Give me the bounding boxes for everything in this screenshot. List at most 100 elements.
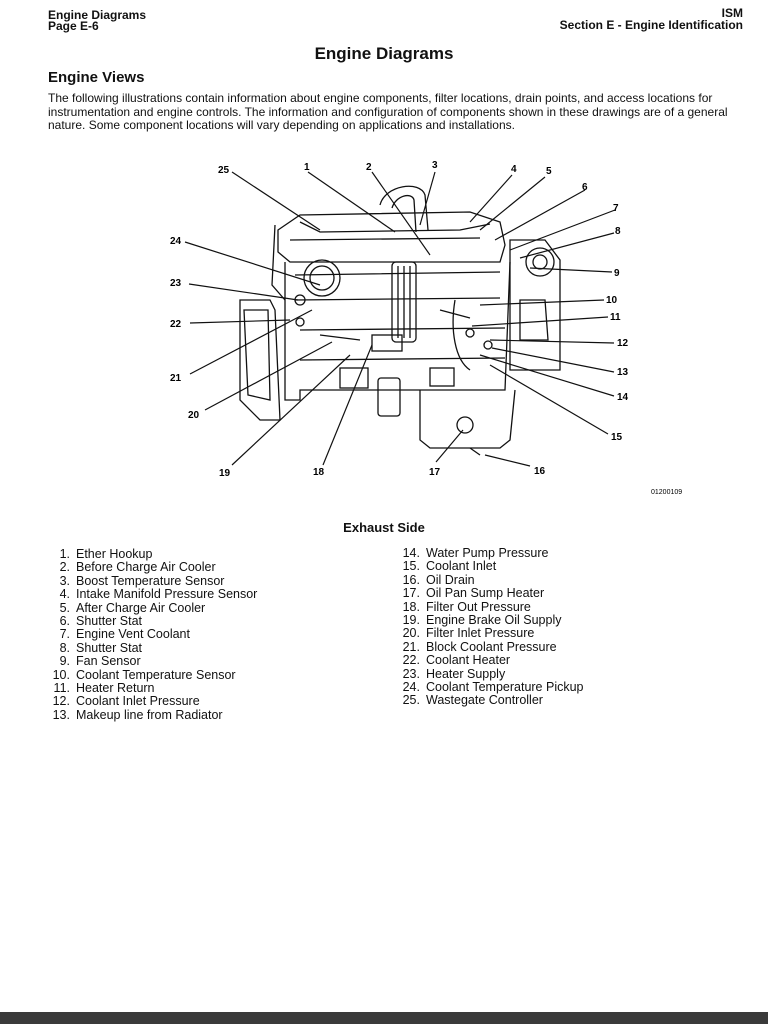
legend-label: Coolant Temperature Sensor (76, 667, 236, 682)
legend-number: 2. (59, 560, 70, 575)
legend-number: 5. (59, 600, 70, 615)
legend-label: Block Coolant Pressure (426, 639, 557, 654)
header-page-number: Page E-6 (48, 19, 99, 33)
header-engine-model: ISM (721, 6, 743, 20)
legend-label: Heater Return (76, 681, 155, 696)
legend-number: 22. (402, 653, 420, 668)
legend-label: Oil Pan Sump Heater (426, 586, 545, 601)
legend-number: 19. (402, 613, 420, 628)
legend-number: 11. (53, 681, 70, 696)
legend-label: Heater Supply (426, 666, 506, 681)
legend-number: 15. (402, 559, 420, 574)
legend-number: 21. (402, 639, 420, 654)
legend-item: 17. Oil Pan Sump Heater (400, 586, 584, 601)
legend-number: 13. (52, 707, 70, 722)
legend-label: Fan Sensor (76, 654, 141, 669)
legend-label: Shutter Stat (76, 640, 143, 655)
legend-label: After Charge Air Cooler (76, 600, 206, 615)
legend-number: 6. (59, 614, 70, 629)
callout-9: 9 (614, 268, 620, 279)
legend-item: 6. Shutter Stat (50, 614, 257, 629)
callout-leaders (184, 171, 616, 467)
legend-list-right: 14.Water Pump Pressure 15.Coolant Inlet … (400, 546, 584, 708)
callout-13: 13 (617, 367, 629, 378)
legend-label: Engine Brake Oil Supply (426, 613, 562, 628)
section-heading: Engine Views (48, 69, 145, 86)
legend-item: 15. Coolant Inlet (400, 559, 584, 574)
intro-paragraph: The following illustrations contain info… (48, 91, 728, 132)
callout-4: 4 (511, 164, 517, 175)
legend-number: 12. (52, 694, 70, 709)
callout-16: 16 (534, 466, 546, 477)
callout-17: 17 (429, 467, 441, 478)
legend-item: 23. Heater Supply (400, 666, 584, 681)
callout-11: 11 (610, 312, 621, 323)
legend-item: 3.Boost Temperature Sensor (50, 573, 257, 588)
legend-item: 18. Filter Out Pressure (400, 599, 584, 614)
figure-caption: Exhaust Side (343, 520, 425, 535)
legend-number: 17. (402, 586, 420, 601)
legend-number: 10. (52, 667, 70, 682)
legend-item: 20.Filter Inlet Pressure (400, 626, 584, 641)
legend-label: Wastegate Controller (426, 693, 543, 708)
callout-19: 19 (219, 468, 231, 479)
legend-number: 18. (402, 599, 420, 614)
legend-number: 3. (59, 573, 70, 588)
legend-number: 14. (402, 546, 420, 560)
legend-item: 21. Block Coolant Pressure (400, 639, 584, 654)
legend-item: 11. Heater Return (50, 681, 257, 696)
legend-number: 23. (402, 666, 420, 681)
engine-diagram: 1 2 3 4 5 6 7 8 9 10 11 12 13 14 15 16 1… (170, 160, 682, 496)
legend-item: 9.Fan Sensor (50, 654, 257, 669)
page-title: Engine Diagrams (314, 44, 454, 63)
callout-6: 6 (582, 182, 588, 193)
callout-24: 24 (170, 236, 182, 247)
legend-label: Coolant Inlet (426, 559, 497, 574)
legend-label: Shutter Stat (76, 614, 143, 629)
callout-12: 12 (617, 338, 629, 349)
legend-number: 4. (59, 587, 70, 602)
legend-number: 24. (402, 680, 420, 695)
legend-label: Makeup line from Radiator (76, 707, 223, 722)
legend-label: Engine Vent Coolant (76, 627, 190, 642)
figure-code: 01200109 (651, 489, 682, 496)
legend-item: 25.Wastegate Controller (400, 693, 584, 708)
legend-number: 1. (59, 547, 70, 561)
legend-number: 16. (402, 572, 420, 587)
legend-item: 13. Makeup line from Radiator (50, 707, 257, 722)
callout-3: 3 (432, 160, 438, 171)
callout-20: 20 (188, 410, 200, 421)
legend-label: Ether Hookup (76, 547, 153, 561)
callout-7: 7 (613, 203, 619, 214)
legend-label: Water Pump Pressure (426, 546, 549, 560)
legend-item: 22.Coolant Heater (400, 653, 584, 668)
legend-number: 7. (59, 627, 70, 642)
legend-list-left: 1. Ether Hookup 2. Before Charge Air Coole… (50, 547, 258, 722)
legend-item: 24. Coolant Temperature Pickup (400, 680, 584, 695)
legend-item: 1. Ether Hookup (50, 547, 257, 561)
legend-item: 12. Coolant Inlet Pressure (50, 694, 257, 709)
legend-label: Coolant Temperature Pickup (426, 680, 584, 695)
legend-number: 8. (59, 640, 70, 655)
bottom-bar (0, 1012, 768, 1024)
callout-21: 21 (170, 373, 182, 384)
legend-number: 20. (402, 626, 420, 641)
callout-15: 15 (611, 432, 623, 443)
callout-1: 1 (304, 162, 310, 173)
legend-item: 5. After Charge Air Cooler (50, 600, 257, 615)
legend-item: 19. Engine Brake Oil Supply (400, 613, 584, 628)
callout-23: 23 (170, 278, 182, 289)
legend-label: Intake Manifold Pressure Sensor (76, 587, 258, 602)
legend-label: Filter Out Pressure (426, 599, 531, 614)
legend-label: Coolant Inlet Pressure (76, 694, 200, 709)
callout-25: 25 (218, 165, 230, 176)
header-section-title: Section E - Engine Identification (559, 18, 743, 32)
callout-5: 5 (546, 166, 552, 177)
callout-18: 18 (313, 467, 325, 478)
legend-label: Before Charge Air Cooler (76, 560, 216, 575)
legend-item: 14. Water Pump Pressure (400, 546, 584, 560)
legend-item: 7. Engine Vent Coolant (50, 627, 257, 642)
callout-labels: 1 2 3 4 5 6 7 8 9 10 11 12 13 14 15 16 1… (170, 160, 682, 496)
legend-item: 4. Intake Manifold Pressure Sensor (50, 587, 258, 602)
header-section-label: Engine Diagrams (48, 8, 147, 22)
